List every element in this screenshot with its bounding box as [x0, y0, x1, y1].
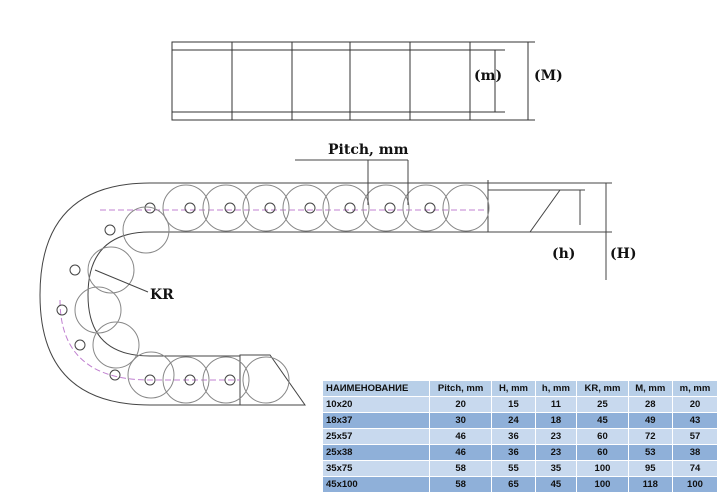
- table-cell: 15: [491, 396, 536, 413]
- table-cell: 25x57: [322, 428, 430, 445]
- table-cell: 35: [534, 460, 578, 477]
- link-arc: [242, 356, 290, 404]
- link-pin-circle: [144, 202, 156, 214]
- link-arc: [242, 184, 290, 232]
- table-cell: 23: [534, 444, 578, 461]
- link-arc: [202, 356, 250, 404]
- link-arc: [92, 321, 140, 369]
- table-cell: 49: [627, 412, 673, 429]
- table-cell: 60: [576, 428, 629, 445]
- cable-chain-drawing: [39, 41, 612, 406]
- table-cell: 74: [671, 460, 719, 477]
- link-arc: [87, 246, 135, 294]
- column-header: H, mm: [491, 380, 536, 397]
- table-cell: 65: [491, 476, 536, 493]
- table-cell: 45: [576, 412, 629, 429]
- link-pin-circle: [184, 202, 196, 214]
- table-cell: 100: [576, 460, 629, 477]
- link-pin-circle: [144, 374, 156, 386]
- table-cell: 43: [671, 412, 719, 429]
- table-cell: 11: [534, 396, 578, 413]
- link-pin-circle: [56, 304, 68, 316]
- table-cell: 55: [491, 460, 536, 477]
- table-cell: 10x20: [322, 396, 430, 413]
- table-cell: 25: [576, 396, 629, 413]
- kr-label: KR: [150, 287, 174, 303]
- dimension-m-label: (m): [474, 68, 503, 84]
- table-cell: 46: [428, 428, 493, 445]
- table-cell: 100: [576, 476, 629, 493]
- table-cell: 18x37: [322, 412, 430, 429]
- table-cell: 100: [671, 476, 719, 493]
- link-pin-circle: [184, 374, 196, 386]
- table-cell: 24: [491, 412, 536, 429]
- link-pin-circle: [109, 369, 121, 381]
- column-header: M, mm: [627, 380, 673, 397]
- table-cell: 35x75: [322, 460, 430, 477]
- table-cell: 57: [671, 428, 719, 445]
- side-view-chain: [39, 159, 612, 406]
- table-cell: 20: [428, 396, 493, 413]
- link-arc: [322, 184, 370, 232]
- link-pin-circle: [104, 224, 116, 236]
- column-header: Pitch, mm: [428, 380, 493, 397]
- link-arc: [127, 351, 175, 399]
- table-cell: 38: [671, 444, 719, 461]
- link-arc: [162, 184, 210, 232]
- table-cell: 58: [428, 460, 493, 477]
- table-cell: 23: [534, 428, 578, 445]
- table-cell: 30: [428, 412, 493, 429]
- link-arc: [442, 184, 490, 232]
- link-arc: [282, 184, 330, 232]
- table-cell: 58: [428, 476, 493, 493]
- table-cell: 95: [627, 460, 673, 477]
- link-pin-circle: [224, 202, 236, 214]
- table-cell: 45x100: [322, 476, 430, 493]
- link-pin-circle: [344, 202, 356, 214]
- dimension-h-label: (h): [552, 246, 576, 262]
- top-view: [171, 41, 535, 121]
- table-cell: 36: [491, 444, 536, 461]
- column-header: m, mm: [671, 380, 719, 397]
- link-arc: [402, 184, 450, 232]
- pitch-label: Pitch, mm: [328, 142, 409, 158]
- link-arc: [362, 184, 410, 232]
- table-cell: 28: [627, 396, 673, 413]
- link-pin-circle: [69, 264, 81, 276]
- table-cell: 60: [576, 444, 629, 461]
- column-header: НАИМЕНОВАНИЕ: [322, 380, 430, 397]
- link-pin-circle: [384, 202, 396, 214]
- table-cell: 20: [671, 396, 719, 413]
- link-arc: [202, 184, 250, 232]
- link-arc: [74, 286, 122, 334]
- table-cell: 45: [534, 476, 578, 493]
- dimension-M-label: (M): [534, 68, 563, 84]
- column-header: KR, mm: [576, 380, 629, 397]
- table-cell: 118: [627, 476, 673, 493]
- table-cell: 25x38: [322, 444, 430, 461]
- link-pin-circle: [264, 202, 276, 214]
- link-pin-circle: [74, 339, 86, 351]
- table-cell: 46: [428, 444, 493, 461]
- link-pin-circle: [224, 374, 236, 386]
- link-arc: [162, 356, 210, 404]
- table-cell: 53: [627, 444, 673, 461]
- link-arc: [122, 206, 170, 254]
- table-cell: 72: [627, 428, 673, 445]
- column-header: h, mm: [534, 380, 578, 397]
- dimension-H-label: (H): [610, 246, 637, 262]
- link-pin-circle: [304, 202, 316, 214]
- link-pin-circle: [424, 202, 436, 214]
- table-cell: 18: [534, 412, 578, 429]
- table-cell: 36: [491, 428, 536, 445]
